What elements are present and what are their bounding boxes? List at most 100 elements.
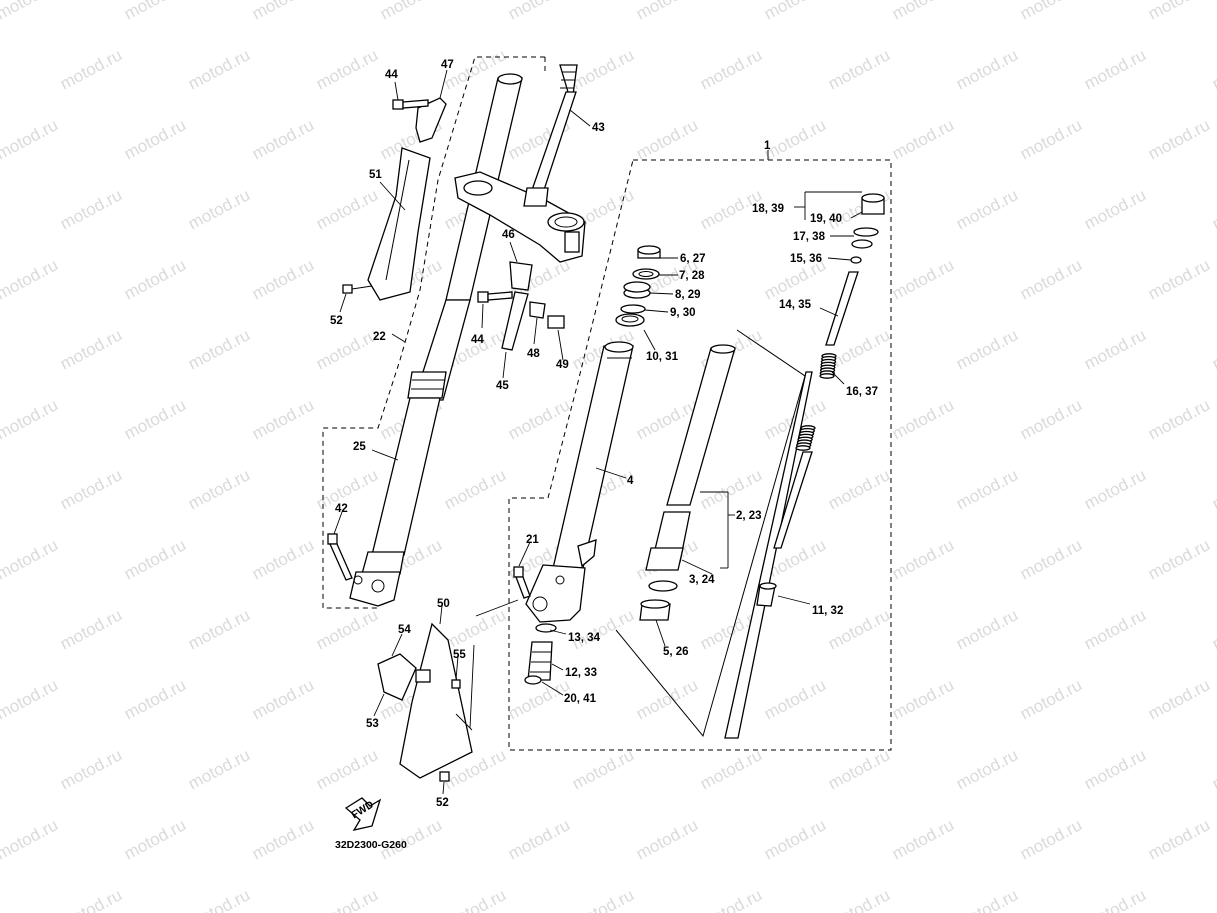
watermark-text: motod.ru [569, 885, 637, 913]
spring-coil [795, 445, 811, 451]
watermark-text: motod.ru [633, 0, 701, 24]
watermark-text: motod.ru [1209, 185, 1217, 233]
watermark-text: motod.ru [249, 115, 317, 163]
watermark-text: motod.ru [57, 465, 125, 513]
watermark-text: motod.ru [249, 675, 317, 723]
callout-47: 47 [441, 59, 454, 71]
callout-9-30: 9, 30 [670, 307, 696, 319]
guard-edge [385, 159, 410, 281]
watermark-text: motod.ru [313, 185, 381, 233]
callout-25: 25 [353, 441, 366, 453]
watermark-text: motod.ru [1017, 535, 1085, 583]
watermark-text: motod.ru [953, 605, 1021, 653]
cap-bolt-stack [825, 193, 885, 346]
watermark-text: motod.ru [1209, 465, 1217, 513]
watermark-text: motod.ru [121, 815, 189, 863]
callout-22: 22 [373, 331, 386, 343]
watermark-text: motod.ru [313, 325, 381, 373]
callout-4: 4 [627, 475, 634, 487]
watermark-text: motod.ru [121, 675, 189, 723]
watermark-text: motod.ru [889, 255, 957, 303]
watermark-text: motod.ru [249, 395, 317, 443]
callout-21: 21 [526, 534, 539, 546]
watermark-text: motod.ru [0, 815, 61, 863]
watermark-text: motod.ru [185, 465, 253, 513]
watermark-text: motod.ru [1145, 535, 1213, 583]
callout-17-38: 17, 38 [793, 231, 826, 243]
callout-12-33: 12, 33 [565, 667, 597, 679]
watermark-text: motod.ru [697, 745, 765, 793]
watermark-text: motod.ru [1081, 185, 1149, 233]
bolt-42 [327, 533, 353, 581]
watermark-text: motod.ru [121, 395, 189, 443]
watermark-text: motod.ru [505, 395, 573, 443]
watermark-text: motod.ru [953, 745, 1021, 793]
watermark-text: motod.ru [1145, 255, 1213, 303]
watermark-text: motod.ru [57, 885, 125, 913]
assembly-boundary-right [508, 159, 892, 751]
watermark-text: motod.ru [377, 0, 445, 24]
watermark-text: motod.ru [249, 0, 317, 24]
watermark-text: motod.ru [121, 0, 189, 24]
watermark-text: motod.ru [1017, 675, 1085, 723]
callout-13-34: 13, 34 [568, 632, 601, 644]
watermark-text: motod.ru [505, 0, 573, 24]
watermark-text: motod.ru [953, 465, 1021, 513]
spring-coil [819, 373, 835, 379]
watermark-text: motod.ru [0, 675, 61, 723]
watermark-text: motod.ru [185, 325, 253, 373]
watermark-text: motod.ru [825, 45, 893, 93]
watermark-text: motod.ru [1017, 815, 1085, 863]
watermark-text: motod.ru [0, 535, 61, 583]
watermark-text: motod.ru [825, 465, 893, 513]
watermark-text: motod.ru [953, 45, 1021, 93]
watermark-text: motod.ru [633, 115, 701, 163]
callout-51: 51 [369, 169, 382, 181]
watermark-text: motod.ru [1081, 605, 1149, 653]
callout-49: 49 [556, 359, 569, 371]
guard-link [455, 713, 473, 731]
watermark-text: motod.ru [313, 45, 381, 93]
watermark-text: motod.ru [0, 255, 61, 303]
callout-3-24: 3, 24 [689, 574, 715, 586]
watermark-text: motod.ru [889, 815, 957, 863]
watermark-text: motod.ru [441, 885, 509, 913]
callout-15-36: 15, 36 [790, 253, 822, 265]
watermark-text: motod.ru [569, 605, 637, 653]
watermark-text: motod.ru [185, 745, 253, 793]
watermark-text: motod.ru [1017, 255, 1085, 303]
watermark-text: motod.ru [697, 45, 765, 93]
watermark-text: motod.ru [633, 815, 701, 863]
callout-52-upper: 52 [330, 315, 343, 327]
diagram-code: 32D2300-G260 [335, 839, 407, 851]
watermark-text: motod.ru [889, 535, 957, 583]
watermark-text: motod.ru [697, 465, 765, 513]
watermark-text: motod.ru [313, 605, 381, 653]
bolt-21 [513, 566, 531, 599]
watermark-text: motod.ru [1017, 0, 1085, 24]
callout-53: 53 [366, 718, 379, 730]
watermark-text: motod.ru [1081, 325, 1149, 373]
callout-50: 50 [437, 598, 450, 610]
watermark-text: motod.ru [953, 325, 1021, 373]
watermark-text: motod.ru [1081, 465, 1149, 513]
watermark-text: motod.ru [1209, 325, 1217, 373]
watermark-text: motod.ru [825, 885, 893, 913]
watermark-text: motod.ru [633, 675, 701, 723]
watermark-text: motod.ru [761, 115, 829, 163]
rebound-spring [795, 353, 837, 451]
callout-8-29: 8, 29 [675, 289, 701, 301]
watermark-text: motod.ru [761, 0, 829, 24]
watermark-text: motod.ru [185, 45, 253, 93]
watermark-text: motod.ru [761, 675, 829, 723]
assembly-boundary-left [322, 56, 545, 609]
callout-2-23: 2, 23 [736, 510, 762, 522]
callout-44-mid: 44 [471, 334, 484, 346]
steering-stem [523, 64, 578, 207]
watermark-text: motod.ru [121, 115, 189, 163]
watermark-text: motod.ru [1145, 675, 1213, 723]
watermark-text: motod.ru [1081, 745, 1149, 793]
watermark-text: motod.ru [569, 45, 637, 93]
watermark-text: motod.ru [1145, 0, 1213, 24]
watermark-text: motod.ru [57, 325, 125, 373]
